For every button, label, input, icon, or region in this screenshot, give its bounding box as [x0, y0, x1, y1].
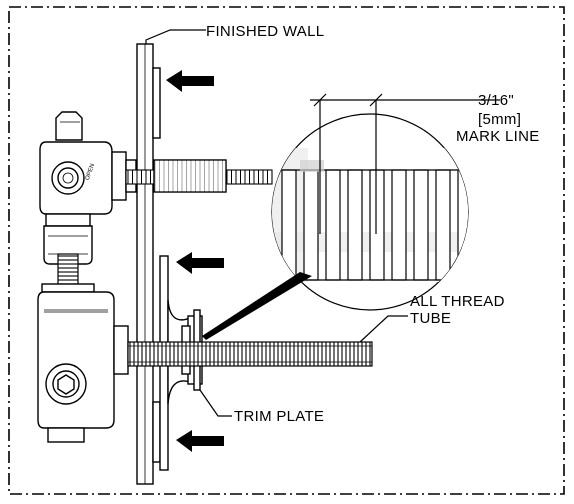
trim-plate-leader [199, 389, 232, 417]
lower-thread-tube [127, 341, 373, 367]
upper-thread-tube [125, 159, 273, 193]
mark-line-label: MARK LINE [456, 128, 540, 145]
detail-zoom [202, 93, 500, 340]
finished-wall [136, 43, 161, 485]
all-thread-leader [359, 315, 408, 343]
all-thread-label-2: TUBE [410, 310, 451, 327]
arrow-left-icon [176, 430, 224, 452]
drawing-border [8, 6, 565, 495]
trim-plate-label: TRIM PLATE [234, 408, 324, 425]
valve-marking: OPEN [85, 163, 96, 181]
arrow-left-icon [176, 252, 224, 274]
all-thread-label: ALL THREAD [410, 293, 505, 310]
mark-line-dimension: 3/16" [478, 92, 514, 109]
arrow-left-icon [166, 70, 214, 92]
valve-assembly: OPEN [37, 111, 137, 443]
finished-wall-label: FINISHED WALL [206, 23, 324, 40]
finished-wall-leader [145, 29, 206, 44]
mark-line-metric: [5mm] [478, 111, 521, 128]
